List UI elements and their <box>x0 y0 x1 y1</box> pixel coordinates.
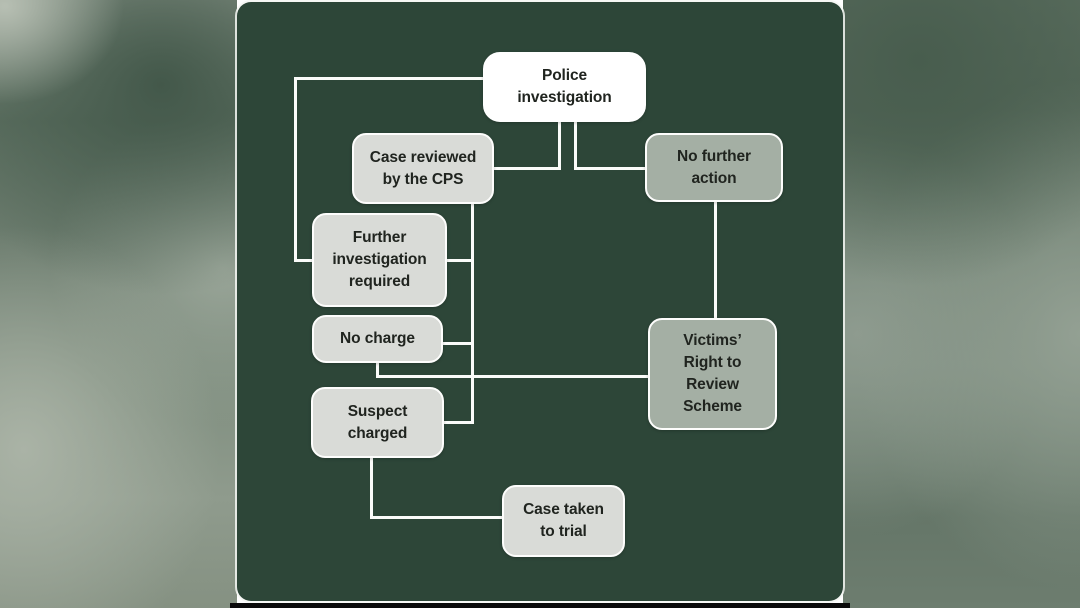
connector-trunk-to-further-stub <box>447 259 474 262</box>
node-no-further-action: No further action <box>645 133 783 202</box>
connector-nocharge-to-victims-vertical <box>376 362 379 378</box>
connector-police-to-further-stub <box>294 259 316 262</box>
connector-police-to-further-vertical <box>294 77 297 262</box>
connector-police-to-nfa-horizontal <box>574 167 645 170</box>
node-police-investigation: Police investigation <box>483 52 646 122</box>
connector-suspect-to-trial-vertical <box>370 457 373 519</box>
node-further-investigation-required: Further investigation required <box>312 213 447 307</box>
connector-police-to-further-horizontal-top <box>294 77 484 80</box>
connector-suspect-to-trial-horizontal <box>370 516 504 519</box>
connector-police-to-cps-horizontal <box>494 167 561 170</box>
node-case-reviewed-by-cps: Case reviewed by the CPS <box>352 133 494 204</box>
flowchart-panel: Police investigation Case reviewed by th… <box>237 2 843 601</box>
node-no-charge: No charge <box>312 315 443 363</box>
connector-nocharge-to-victims-horizontal <box>376 375 648 378</box>
connector-trunk-to-suspect-stub <box>444 421 474 424</box>
blurred-right-band <box>843 0 1080 608</box>
connector-trunk-to-nocharge-stub <box>443 342 474 345</box>
bottom-black-strip <box>230 603 850 608</box>
connector-police-to-nfa-vertical <box>574 120 577 170</box>
connector-nfa-to-victims-vertical <box>714 200 717 320</box>
connector-cps-trunk-vertical <box>471 202 474 424</box>
blurred-left-band <box>0 0 237 608</box>
node-suspect-charged: Suspect charged <box>311 387 444 458</box>
node-victims-right-to-review: Victims’ Right to Review Scheme <box>648 318 777 430</box>
node-case-taken-to-trial: Case taken to trial <box>502 485 625 557</box>
connector-police-to-cps-vertical <box>558 120 561 170</box>
